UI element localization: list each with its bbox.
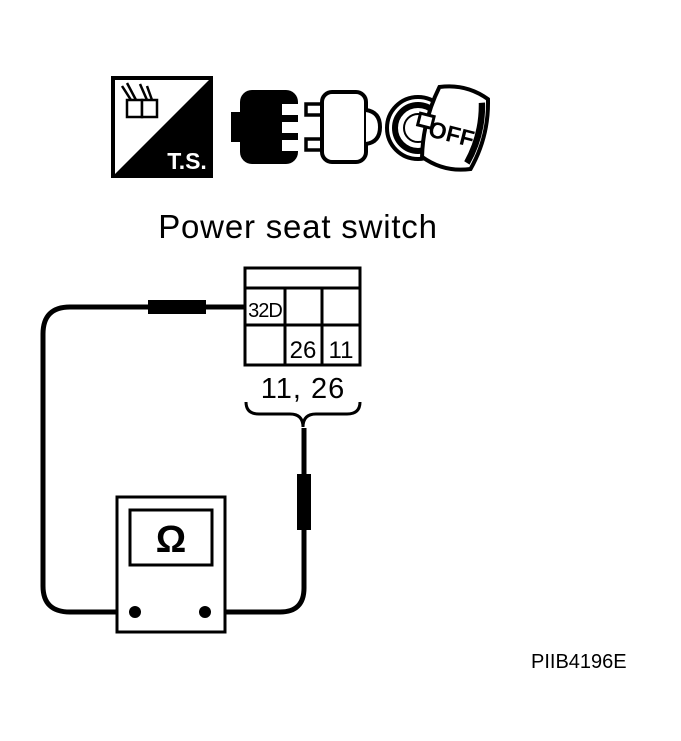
ohm-symbol: Ω: [156, 519, 186, 561]
terminal-11: 11: [329, 337, 354, 364]
terminal-label: 11, 26: [261, 373, 345, 405]
left-probe: [148, 300, 206, 314]
meter-terminal-right: [199, 606, 211, 618]
test-setup-icon: T.S.: [111, 76, 213, 178]
right-test-lead: [205, 428, 311, 615]
connector-number: 32D: [248, 300, 282, 322]
ignition-key-off-icon: OFF: [385, 84, 490, 172]
meter-display: [128, 508, 214, 567]
harness-connector-icon: [120, 82, 159, 119]
connector-face: 32D 26 11: [243, 266, 362, 367]
disconnect-connector-icon: [231, 90, 383, 164]
terminal-26: 26: [290, 337, 317, 364]
ts-label: T.S.: [167, 148, 207, 174]
terminal-brace: [244, 401, 362, 428]
meter-terminal-left: [129, 606, 141, 618]
left-test-lead: [40, 300, 246, 615]
right-probe: [297, 474, 311, 530]
figure-id: PIIB4196E: [531, 651, 627, 673]
ohmmeter: Ω: [115, 495, 227, 634]
component-title: Power seat switch: [158, 208, 438, 245]
